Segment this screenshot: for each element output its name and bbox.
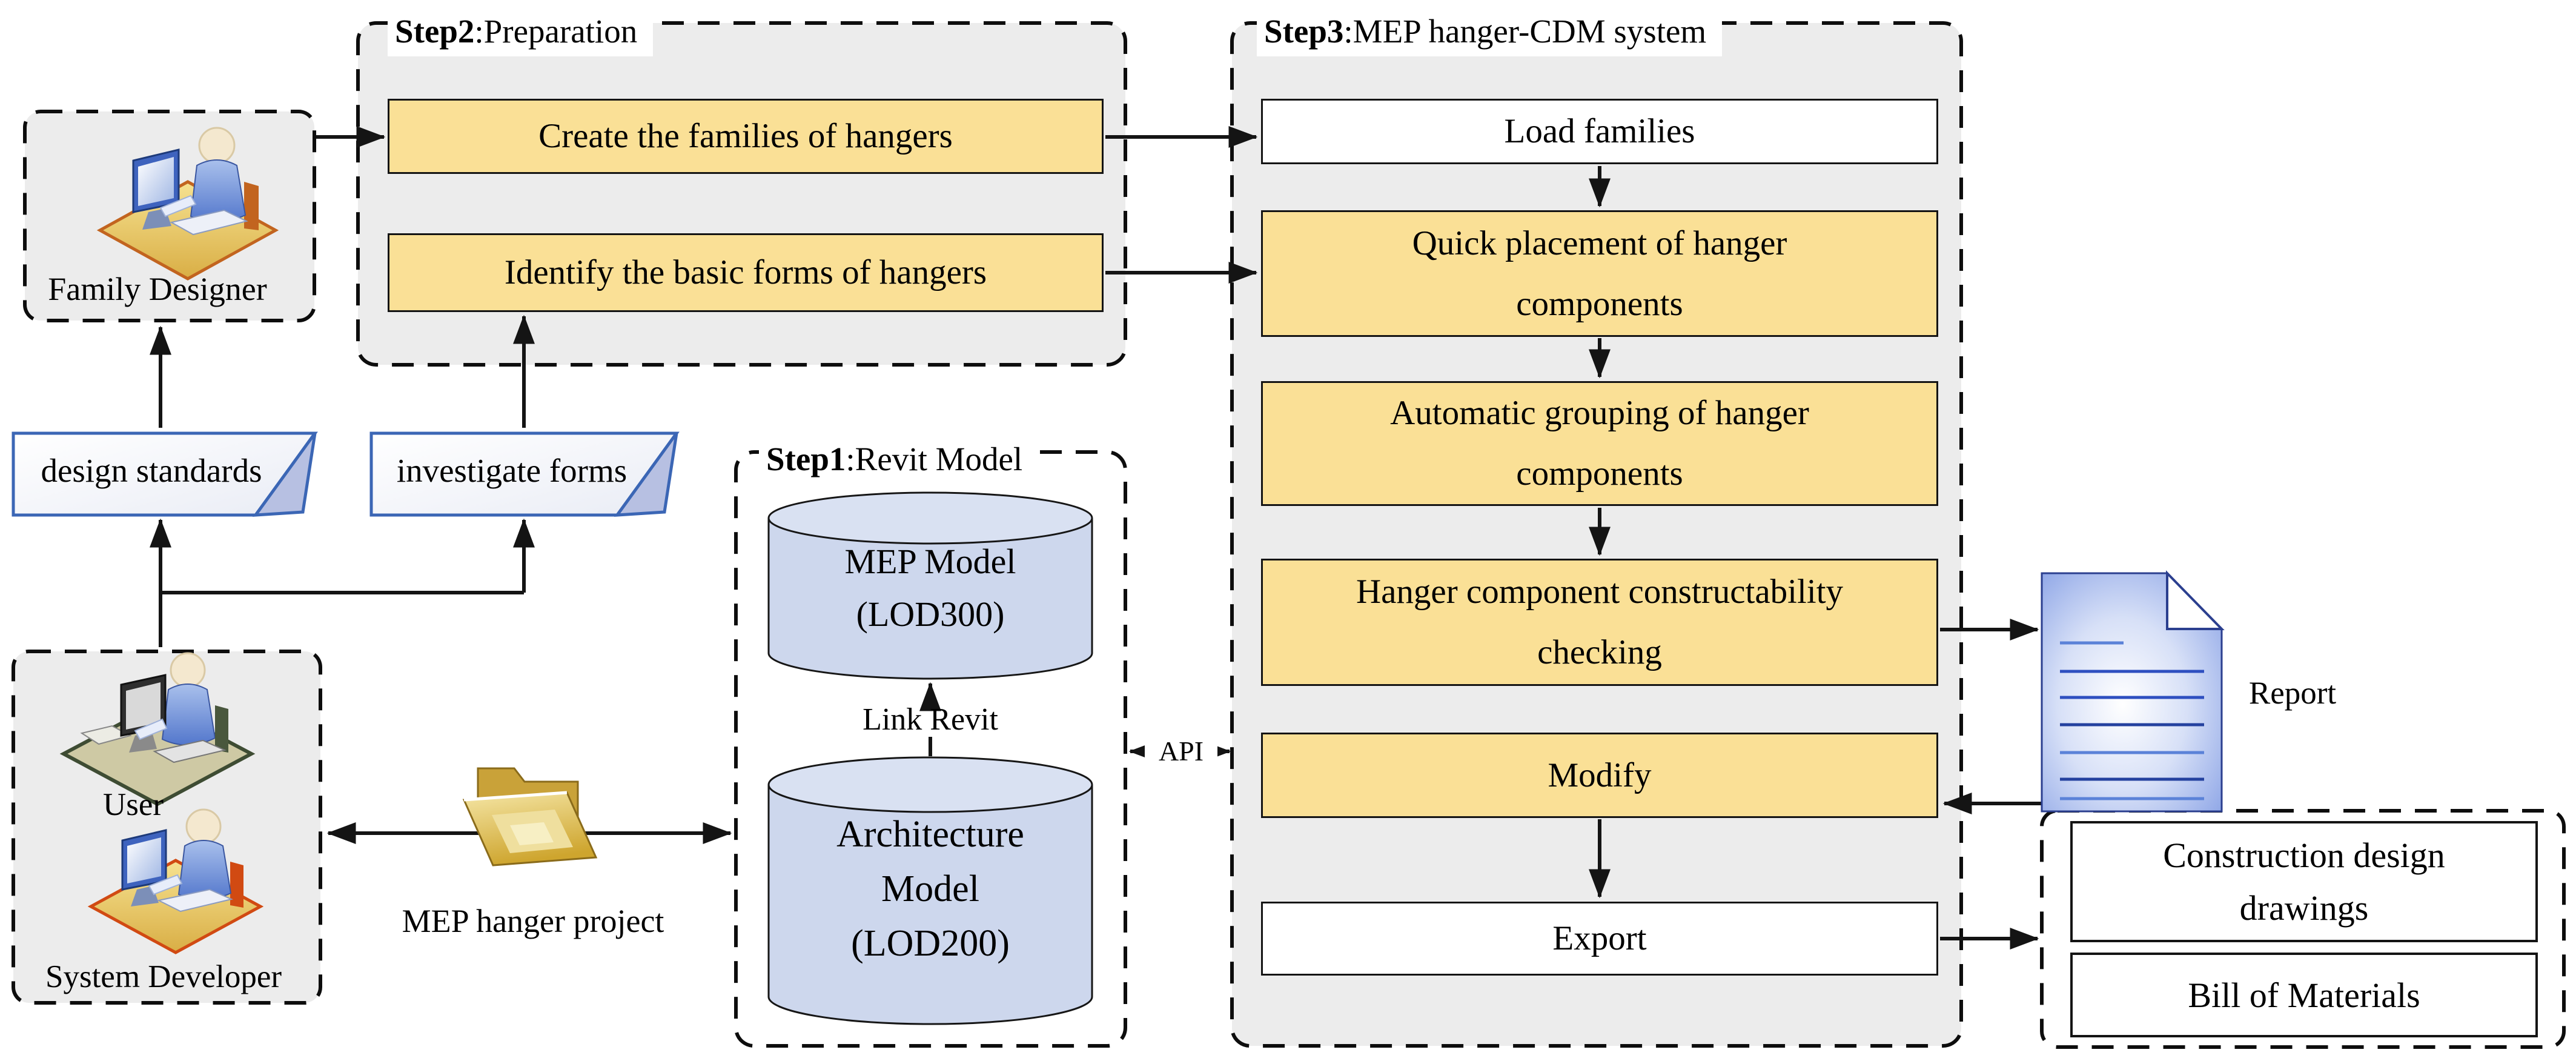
api-label: API (1145, 734, 1217, 768)
constructability-checking-box: Hanger component constructability checki… (1261, 559, 1938, 686)
bill-of-materials-box: Bill of Materials (2070, 953, 2538, 1037)
mep-model-label: MEP Model (LOD300) (844, 542, 1016, 634)
report-label: Report (2248, 676, 2337, 711)
step3-title-step: Step3 (1264, 13, 1344, 50)
mep-model-cylinder (767, 491, 1093, 680)
step3-panel (1230, 21, 1963, 1048)
step2-title: Step2:Preparation (388, 10, 654, 56)
step2-title-step: Step2 (395, 13, 475, 50)
mep-hanger-project-label: MEP hanger project (402, 903, 664, 940)
construction-drawings-box: Construction design drawings (2070, 821, 2538, 942)
step3-title-rest: :MEP hanger-CDM system (1343, 13, 1707, 50)
step2-panel (356, 21, 1127, 367)
step2-title-rest: :Preparation (474, 13, 638, 50)
create-families-box: Create the families of hangers (388, 99, 1104, 174)
identify-forms-box: Identify the basic forms of hangers (388, 233, 1104, 312)
export-box: Export (1261, 902, 1938, 976)
report-icon (2041, 570, 2225, 813)
design-standards-label: design standards (41, 452, 262, 490)
family-designer-label: Family Designer (48, 270, 267, 307)
step1-title: Step1:Revit Model (759, 437, 1039, 484)
design-standards-doc (12, 431, 318, 517)
link-revit-label: Link Revit (863, 702, 998, 737)
modify-box: Modify (1261, 733, 1938, 818)
step1-title-step: Step1 (766, 441, 846, 477)
architecture-model-label: Architecture Model (LOD200) (836, 814, 1024, 964)
quick-placement-box: Quick placement of hanger components (1261, 210, 1938, 337)
step3-title: Step3:MEP hanger-CDM system (1257, 10, 1723, 56)
connectors (150, 126, 2047, 950)
user-label: User (102, 787, 164, 822)
user-icon (59, 652, 256, 807)
system-developer-icon (87, 808, 264, 954)
automatic-grouping-box: Automatic grouping of hanger components (1261, 381, 1938, 506)
investigate-forms-label: investigate forms (396, 452, 627, 490)
investigate-forms-doc (369, 431, 680, 517)
load-families-box: Load families (1261, 99, 1938, 164)
system-developer-label: System Developer (45, 959, 282, 994)
folder-icon (462, 767, 598, 866)
family-designer-icon (96, 127, 279, 281)
architecture-model-cylinder (767, 756, 1093, 1025)
step1-title-rest: :Revit Model (846, 441, 1023, 477)
